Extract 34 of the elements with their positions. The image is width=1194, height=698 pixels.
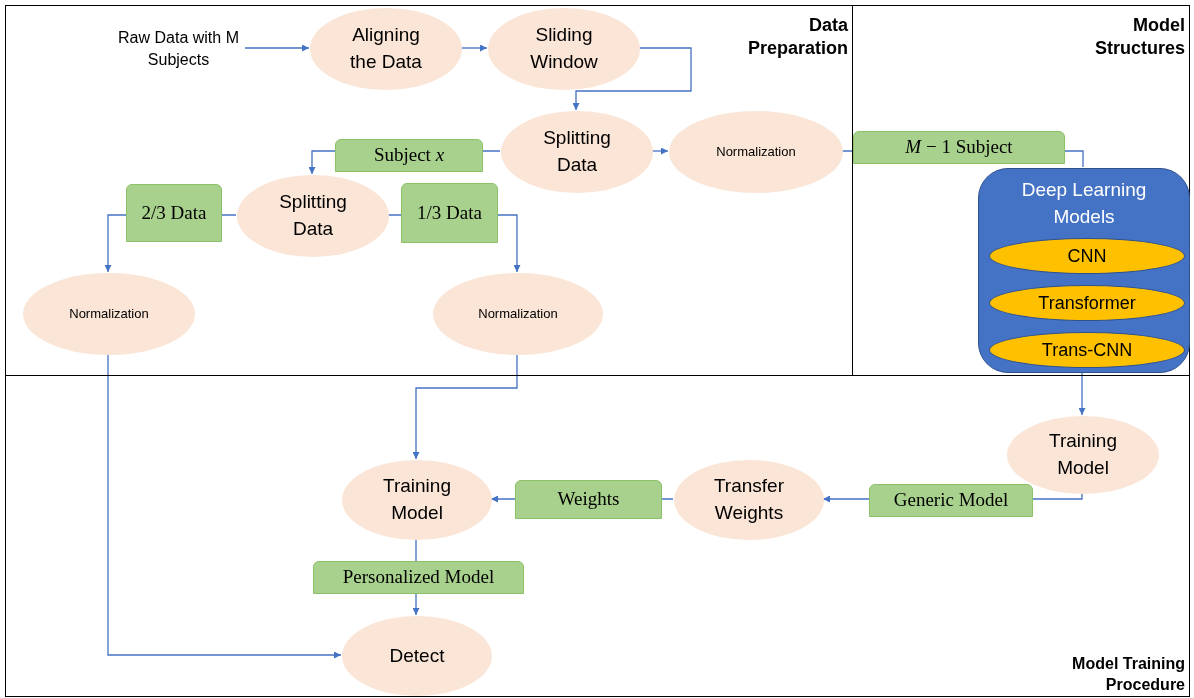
connector-arrow <box>1078 371 1086 416</box>
process-ellipse: Normalization <box>23 273 195 355</box>
input-text: Raw Data with M Subjects <box>111 23 246 75</box>
edge-label: 2/3 Data <box>126 184 222 242</box>
process-ellipse: Normalization <box>433 273 603 355</box>
process-ellipse: Training Model <box>1007 416 1159 494</box>
section-heading: Model Structures <box>1093 14 1185 61</box>
edge-label: Generic Model <box>869 484 1033 517</box>
model-ellipse: CNN <box>989 238 1185 274</box>
connector-arrow <box>412 353 518 460</box>
connector-arrow <box>572 47 692 111</box>
connector-arrow <box>460 44 488 52</box>
connector-arrow <box>107 353 342 659</box>
edge-label: Personalized Model <box>313 561 524 594</box>
process-ellipse: Splitting Data <box>237 175 389 257</box>
edge-label: Weights <box>515 480 662 519</box>
process-ellipse: Transfer Weights <box>674 460 824 540</box>
process-ellipse: Normalization <box>669 111 843 193</box>
process-ellipse: Sliding Window <box>488 8 640 90</box>
process-ellipse: Splitting Data <box>501 111 653 193</box>
connector-arrow <box>651 147 669 155</box>
edge-label: M − 1 Subject <box>853 131 1065 164</box>
model-group-box <box>978 168 1190 373</box>
model-ellipse: Trans-CNN <box>989 332 1185 368</box>
edge-label: 1/3 Data <box>401 183 498 243</box>
section-heading: Model Training Procedure <box>1071 654 1185 696</box>
group-title: Deep Learning Models <box>1020 178 1148 229</box>
section-heading: Data Preparation <box>746 14 848 61</box>
connector-arrow <box>244 44 310 52</box>
model-ellipse: Transformer <box>989 285 1185 321</box>
process-ellipse: Aligning the Data <box>310 8 462 90</box>
edge-label: Subject x <box>335 139 483 172</box>
process-ellipse: Training Model <box>342 460 492 540</box>
process-ellipse: Detect <box>342 616 492 696</box>
